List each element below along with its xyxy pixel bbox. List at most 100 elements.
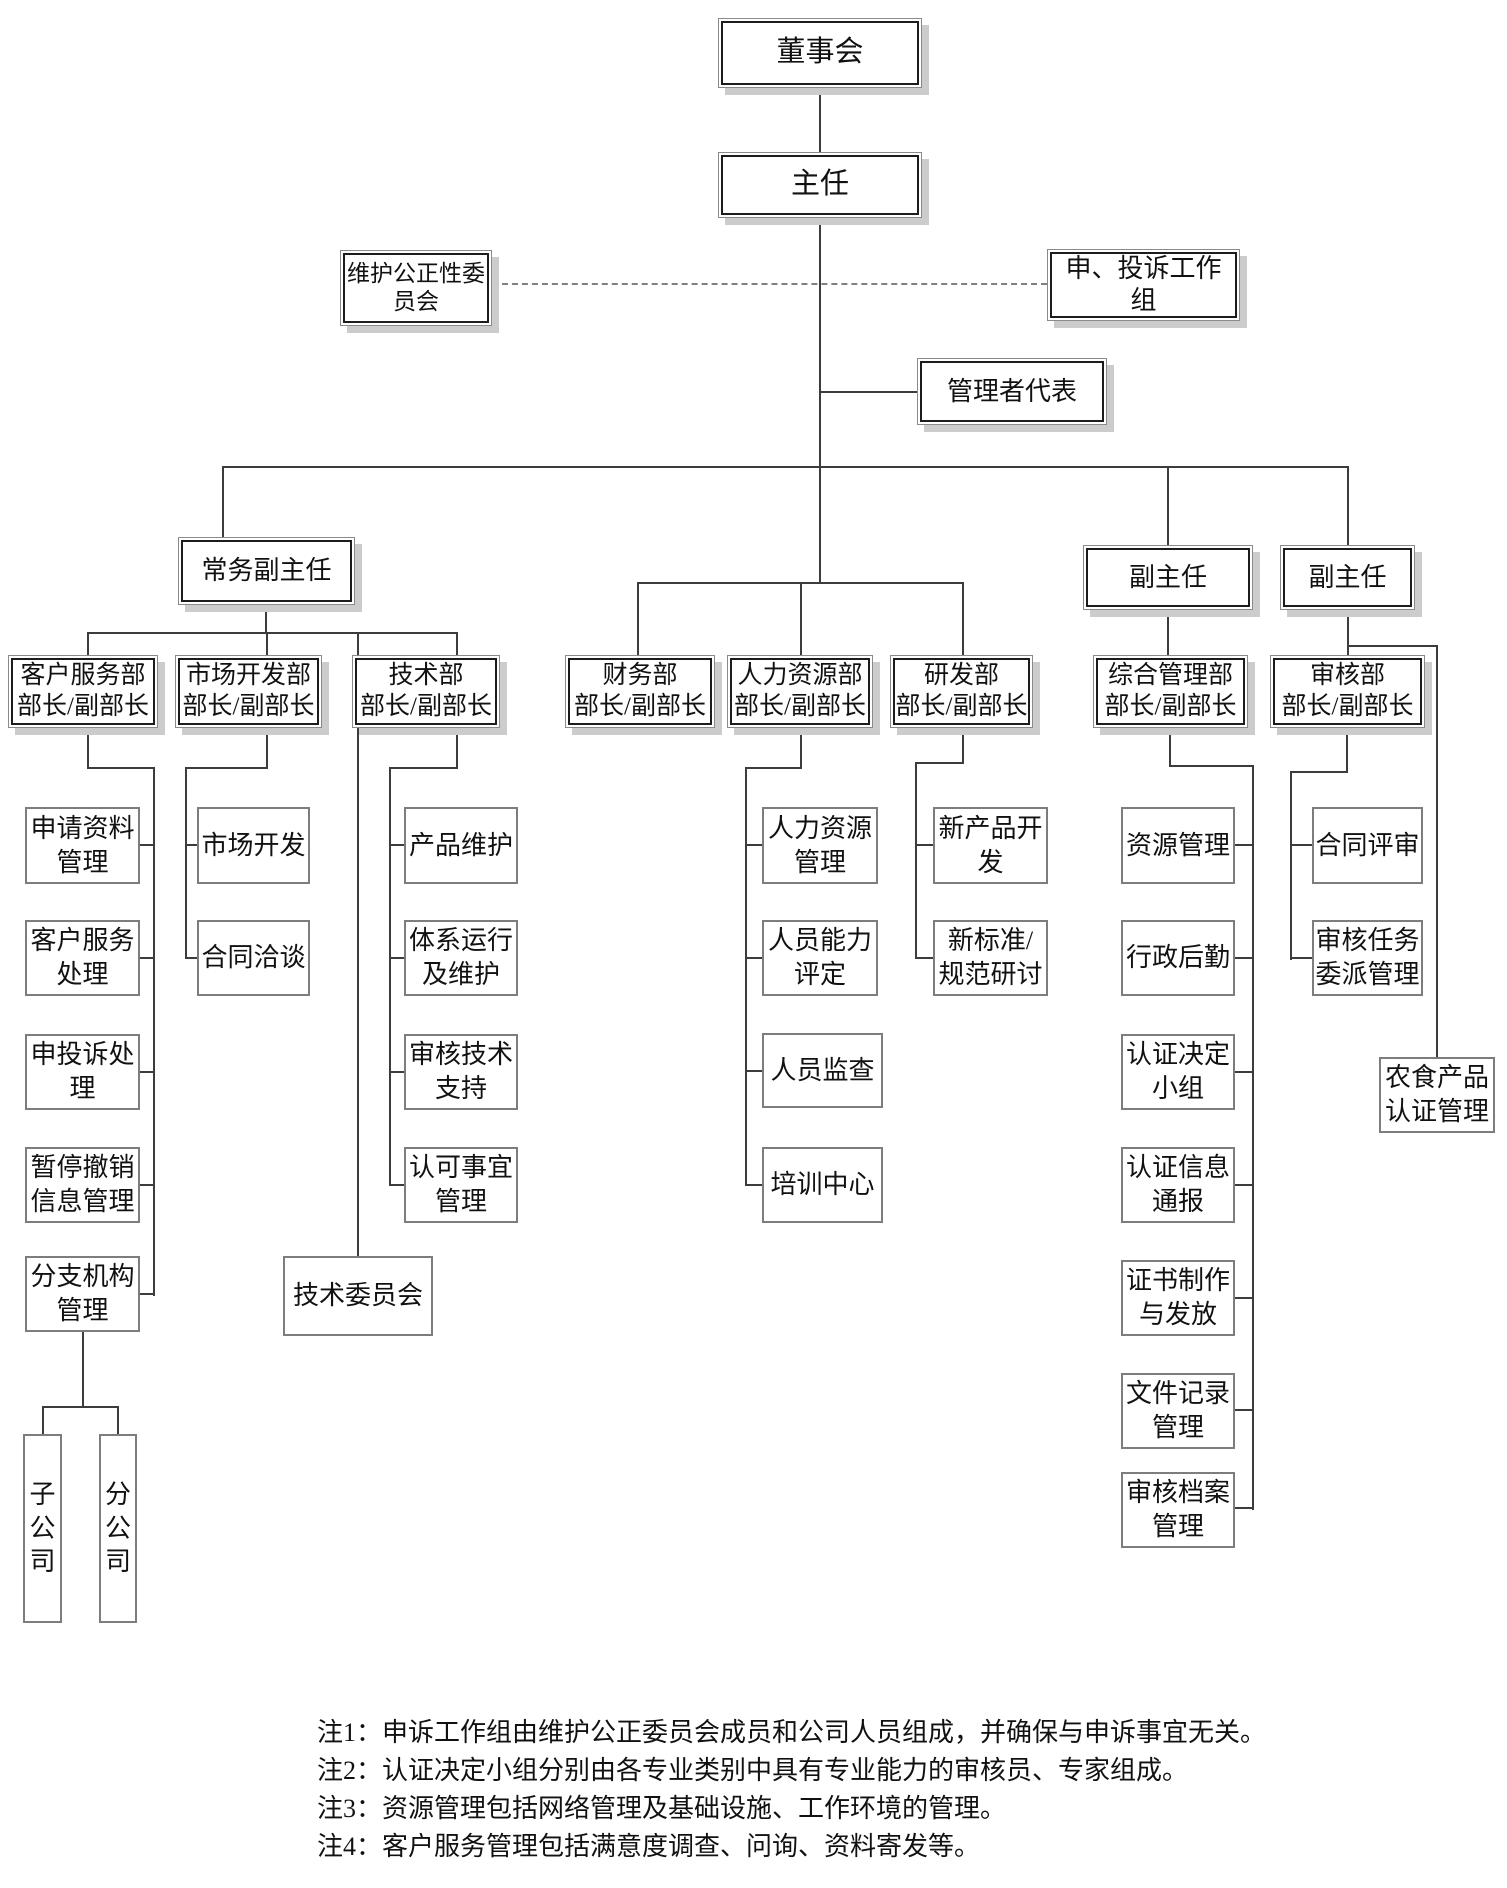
node-director: 主任 — [718, 152, 922, 218]
node-customer-service-handling: 客户服务 处理 — [25, 920, 140, 996]
connector — [456, 632, 458, 655]
connector — [87, 632, 458, 634]
footnote-3: 注3：资源管理包括网络管理及基础设施、工作环境的管理。 — [317, 1794, 1007, 1823]
node-new-product-development: 新产品开 发 — [933, 807, 1048, 884]
connector — [265, 605, 267, 634]
connector — [1290, 844, 1312, 846]
node-complaint-handling: 申投诉处 理 — [25, 1034, 140, 1110]
connector — [962, 582, 964, 655]
node-application-materials: 申请资料 管理 — [25, 807, 140, 884]
footnote-1: 注1：申诉工作组由维护公正委员会成员和公司人员组成，并确保与申诉事宜无关。 — [317, 1718, 1267, 1747]
node-system-operation: 体系运行 及维护 — [404, 920, 518, 996]
node-suspension-info: 暂停撤销 信息管理 — [25, 1147, 140, 1223]
connector — [222, 466, 224, 537]
node-competence-evaluation: 人员能力 评定 — [762, 920, 878, 996]
connector — [1235, 1507, 1252, 1509]
connector — [82, 1331, 84, 1407]
node-product-maintenance: 产品维护 — [404, 807, 518, 884]
node-subsidiary-company: 子 公 司 — [23, 1434, 62, 1623]
node-market-development: 市场开发 — [197, 807, 310, 884]
connector — [1235, 1071, 1252, 1073]
node-director-label: 主任 — [721, 155, 919, 215]
node-dept-customer-service: 客户服务部 部长/副部长 — [8, 655, 158, 728]
node-audit-task-assignment: 审核任务 委派管理 — [1312, 920, 1423, 996]
node-complaint-working-group: 申、投诉工作 组 — [1047, 249, 1240, 321]
node-dept-market-dev: 市场开发部 部长/副部长 — [175, 655, 322, 728]
connector — [1169, 765, 1254, 767]
node-dept-market-dev-label: 市场开发部 部长/副部长 — [178, 658, 319, 725]
connector — [389, 767, 458, 769]
connector — [389, 1071, 404, 1073]
connector — [389, 844, 404, 846]
node-agrifood-certification: 农食产品 认证管理 — [1379, 1057, 1495, 1133]
connector — [389, 957, 404, 959]
connector — [185, 844, 197, 846]
connector — [1347, 466, 1349, 545]
connector — [915, 957, 933, 959]
connector — [140, 844, 155, 846]
node-dept-technology: 技术部 部长/副部长 — [352, 655, 500, 728]
node-contract-review: 合同评审 — [1312, 807, 1423, 884]
node-deputy-director-2: 副主任 — [1280, 545, 1415, 610]
connector-dashed — [492, 283, 1047, 285]
node-hr-management: 人力资源 管理 — [762, 807, 878, 884]
connector — [42, 1406, 119, 1408]
node-certification-decision-team: 认证决定 小组 — [1121, 1034, 1235, 1110]
connector — [745, 957, 762, 959]
connector — [1235, 1184, 1252, 1186]
connector — [915, 762, 964, 764]
connector — [1290, 957, 1312, 959]
connector — [915, 844, 933, 846]
connector — [1235, 1409, 1252, 1411]
connector — [117, 1406, 119, 1434]
node-executive-deputy-director: 常务副主任 — [178, 537, 355, 605]
connector — [1290, 771, 1348, 773]
footnotes: 注1：申诉工作组由维护公正委员会成员和公司人员组成，并确保与申诉事宜无关。 注2… — [317, 1714, 1266, 1866]
connector — [637, 582, 639, 655]
node-dept-finance: 财务部 部长/副部长 — [565, 655, 715, 728]
footnote-2: 注2：认证决定小组分别由各专业类别中具有专业能力的审核员、专家组成。 — [317, 1756, 1189, 1785]
connector — [915, 762, 917, 959]
node-complaint-working-group-label: 申、投诉工作 组 — [1050, 252, 1237, 318]
connector — [1235, 1297, 1252, 1299]
connector — [1167, 466, 1169, 545]
connector — [42, 1406, 44, 1434]
connector — [1235, 957, 1252, 959]
connector — [1167, 610, 1169, 655]
node-dept-audit: 审核部 部长/副部长 — [1270, 655, 1425, 728]
connector — [1436, 645, 1438, 1057]
node-technical-committee: 技术委员会 — [283, 1256, 433, 1336]
node-management-representative: 管理者代表 — [917, 358, 1107, 425]
node-document-record-management: 文件记录 管理 — [1121, 1373, 1235, 1449]
node-dept-finance-label: 财务部 部长/副部长 — [568, 658, 712, 725]
connector — [819, 88, 821, 152]
node-dept-general-admin: 综合管理部 部长/副部长 — [1093, 655, 1248, 728]
connector — [800, 582, 802, 655]
node-dept-human-resources: 人力资源部 部长/副部长 — [727, 655, 873, 728]
connector — [389, 767, 391, 1185]
node-dept-research-dev-label: 研发部 部长/副部长 — [893, 658, 1030, 725]
connector — [185, 957, 197, 959]
node-admin-logistics: 行政后勤 — [1121, 920, 1235, 996]
connector — [745, 767, 747, 1185]
node-dept-technology-label: 技术部 部长/副部长 — [355, 658, 497, 725]
connector — [140, 1293, 155, 1295]
connector — [1347, 610, 1349, 655]
connector — [1252, 765, 1254, 1510]
connector — [87, 728, 89, 768]
node-branch-management: 分支机构 管理 — [25, 1256, 140, 1332]
node-impartiality-committee: 维护公正性委 员会 — [340, 250, 492, 326]
node-certification-info-notification: 认证信息 通报 — [1121, 1147, 1235, 1223]
connector — [185, 767, 187, 959]
node-deputy-director-1-label: 副主任 — [1086, 548, 1250, 607]
connector — [266, 632, 268, 655]
connector — [1235, 844, 1252, 846]
node-deputy-director-1: 副主任 — [1083, 545, 1253, 610]
connector — [745, 767, 802, 769]
node-personnel-monitoring: 人员监查 — [762, 1033, 883, 1108]
connector — [1169, 728, 1171, 767]
connector — [745, 1070, 762, 1072]
node-dept-human-resources-label: 人力资源部 部长/副部长 — [730, 658, 870, 725]
connector — [962, 728, 964, 764]
